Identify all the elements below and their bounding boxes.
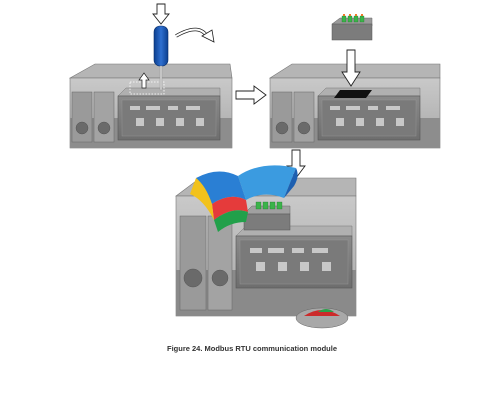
- figure-illustration: [68, 3, 441, 329]
- panel-step-3: [175, 165, 357, 329]
- figure-caption: Figure 24. Modbus RTU communication modu…: [167, 344, 338, 353]
- panel-step-2: [268, 14, 441, 149]
- right-arrow: [235, 85, 267, 105]
- panel-step-1: [68, 3, 233, 149]
